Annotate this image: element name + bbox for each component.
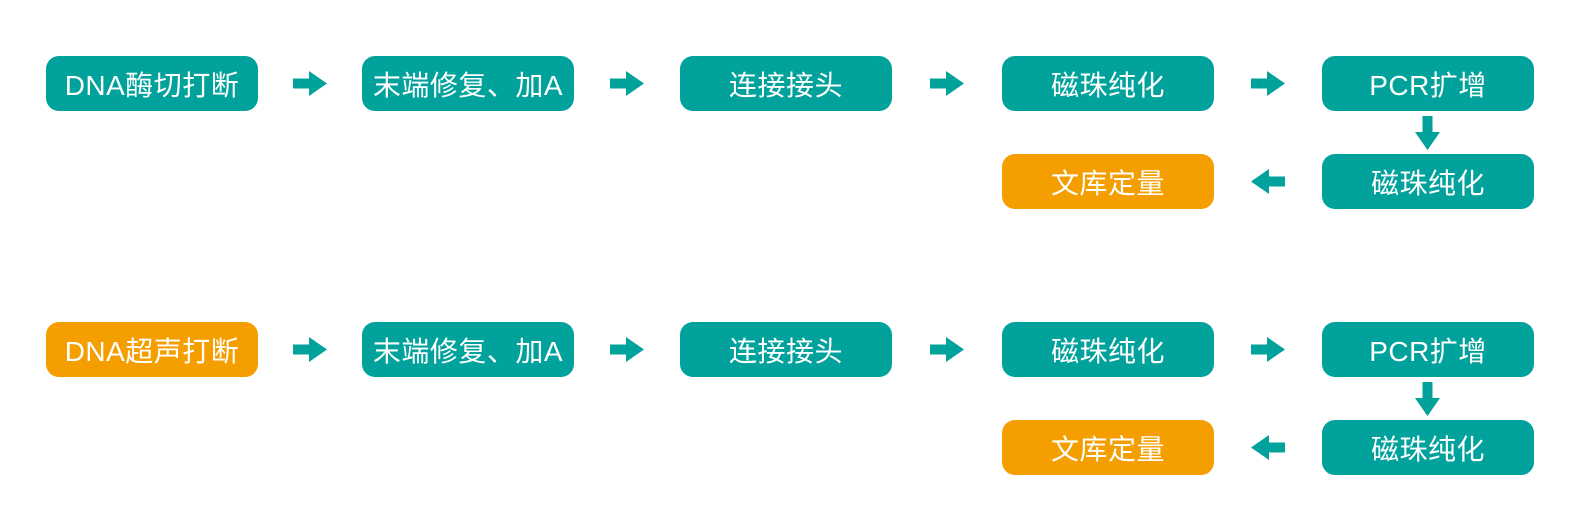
step-adapter-ligation: 连接接头 <box>680 56 892 111</box>
arrow-left-icon <box>1251 169 1285 194</box>
step-adapter-ligation: 连接接头 <box>680 322 892 377</box>
arrow-right-icon <box>930 337 964 362</box>
step-library-quantification: 文库定量 <box>1002 420 1214 475</box>
arrow-right-icon <box>930 71 964 96</box>
arrow-down-icon <box>1415 382 1440 416</box>
arrow-right-icon <box>1251 337 1285 362</box>
step-fragmentation: DNA酶切打断 <box>46 56 258 111</box>
step-bead-purification-1: 磁珠纯化 <box>1002 322 1214 377</box>
step-end-repair-a-tailing: 末端修复、加A <box>362 56 574 111</box>
workflow-ultrasonic-shearing: DNA超声打断 末端修复、加A 连接接头 磁珠纯化 PCR扩增 磁珠纯化 文库定… <box>0 266 1583 496</box>
arrow-right-icon <box>293 71 327 96</box>
arrow-right-icon <box>293 337 327 362</box>
step-pcr-amplification: PCR扩增 <box>1322 56 1534 111</box>
arrow-right-icon <box>1251 71 1285 96</box>
arrow-left-icon <box>1251 435 1285 460</box>
step-bead-purification-1: 磁珠纯化 <box>1002 56 1214 111</box>
step-bead-purification-2: 磁珠纯化 <box>1322 154 1534 209</box>
step-end-repair-a-tailing: 末端修复、加A <box>362 322 574 377</box>
arrow-down-icon <box>1415 116 1440 150</box>
step-fragmentation: DNA超声打断 <box>46 322 258 377</box>
step-bead-purification-2: 磁珠纯化 <box>1322 420 1534 475</box>
arrow-right-icon <box>610 337 644 362</box>
arrow-right-icon <box>610 71 644 96</box>
workflow-enzymatic-digestion: DNA酶切打断 末端修复、加A 连接接头 磁珠纯化 PCR扩增 磁珠纯化 文库定… <box>0 0 1583 230</box>
step-pcr-amplification: PCR扩增 <box>1322 322 1534 377</box>
step-library-quantification: 文库定量 <box>1002 154 1214 209</box>
